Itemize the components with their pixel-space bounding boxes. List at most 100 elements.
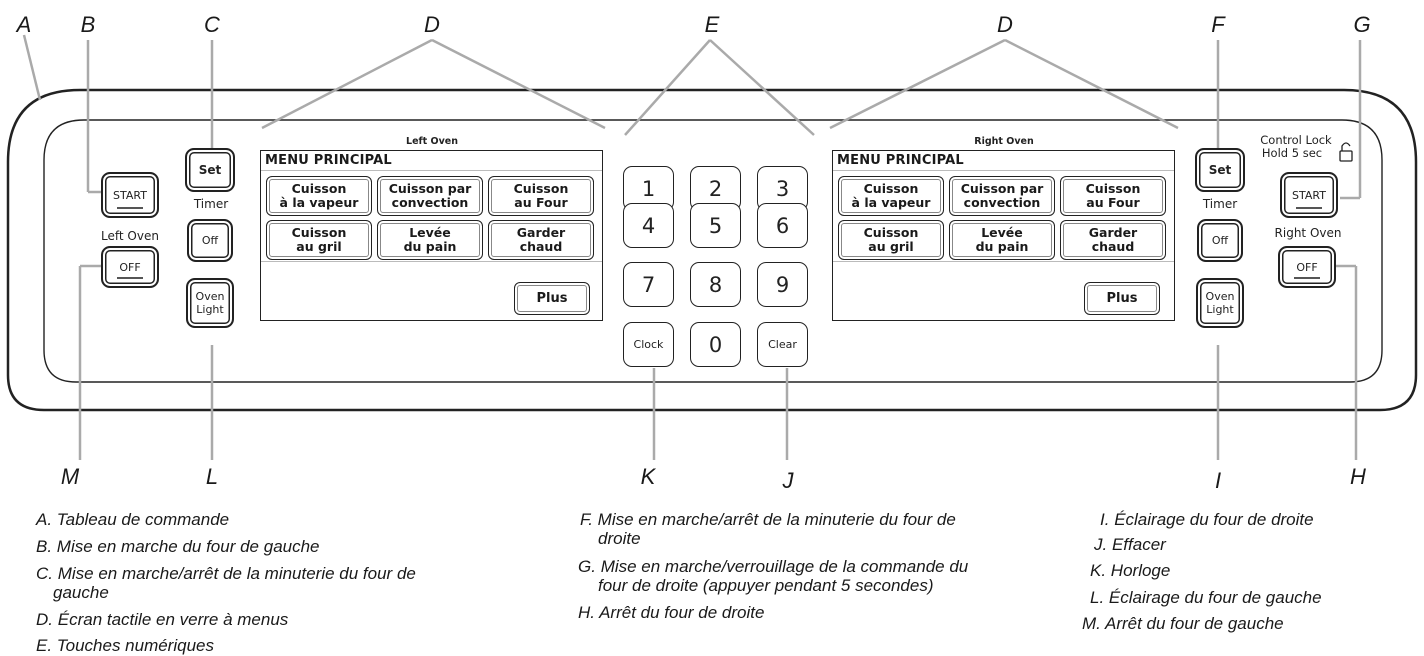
left-timer-set-button[interactable]: Set <box>185 148 235 192</box>
left-oven-off-button[interactable]: OFF <box>101 246 159 288</box>
callout-i: I <box>1214 468 1222 493</box>
left-start-button[interactable]: START <box>101 172 159 218</box>
legend-key: G. <box>578 557 596 576</box>
left-menu-proof-button[interactable]: Levée du pain <box>377 220 483 260</box>
right-menu-steam-button[interactable]: Cuisson à la vapeur <box>838 176 944 216</box>
lock-icon <box>1339 142 1353 162</box>
legend-item-f-cont: droite <box>598 529 641 548</box>
callout-f: F <box>1211 12 1225 37</box>
legend-item-c-cont: gauche <box>53 583 109 602</box>
left-menu-convection-button[interactable]: Cuisson par convection <box>377 176 483 216</box>
control-lock-line2: Hold 5 sec <box>1261 146 1323 161</box>
left-timer-label: Timer <box>193 197 229 211</box>
legend-item-e: E. Touches numériques <box>36 636 214 655</box>
right-oven-off-button[interactable]: OFF <box>1278 246 1336 288</box>
right-menu-broil-button[interactable]: Cuisson au gril <box>838 220 944 260</box>
panel-outer-outline <box>6 88 1418 412</box>
callout-d-right: D <box>997 12 1013 37</box>
right-timer-off-button[interactable]: Off <box>1197 219 1243 262</box>
legend-text: Effacer <box>1111 535 1166 554</box>
callout-g: G <box>1353 12 1371 37</box>
left-menu-broil-button[interactable]: Cuisson au gril <box>266 220 372 260</box>
left-touch-screen: MENU PRINCIPAL Cuisson à la vapeur Cuiss… <box>260 150 603 321</box>
legend-text: Arrêt du four de droite <box>599 603 765 622</box>
left-screen-title: MENU PRINCIPAL <box>265 153 392 168</box>
left-menu-steam-button[interactable]: Cuisson à la vapeur <box>266 176 372 216</box>
keypad-clock-key[interactable]: Clock <box>623 322 674 367</box>
right-oven-label: Right Oven <box>1274 226 1342 240</box>
legend-text: Arrêt du four de gauche <box>1104 614 1284 633</box>
legend-text: Touches numériques <box>56 636 214 655</box>
right-screen-label: Right Oven <box>974 136 1034 147</box>
legend-text: Horloge <box>1110 561 1171 580</box>
right-screen-divider <box>833 170 1174 171</box>
legend-item-i: I. Éclairage du four de droite <box>1100 510 1314 529</box>
legend-item-h: H. Arrêt du four de droite <box>578 603 764 622</box>
right-screen-divider-2 <box>833 261 1174 262</box>
right-oven-light-line1: Oven <box>1205 289 1235 303</box>
legend-text: Mise en marche/arrêt de la minuterie du … <box>597 510 956 529</box>
callout-a: A <box>16 12 32 37</box>
left-oven-light-line2: Light <box>196 303 224 316</box>
right-menu-keep-warm-button[interactable]: Garder chaud <box>1060 220 1166 260</box>
legend-item-j: J. Effacer <box>1094 535 1166 554</box>
right-menu-convection-button[interactable]: Cuisson par convection <box>949 176 1055 216</box>
legend-item-c: C. Mise en marche/arrêt de la minuterie … <box>36 564 416 583</box>
keypad-key-5[interactable]: 5 <box>690 203 741 248</box>
keypad-clear-key[interactable]: Clear <box>757 322 808 367</box>
legend-text: Éclairage du four de gauche <box>1108 588 1322 607</box>
right-timer-set-button[interactable]: Set <box>1195 148 1245 192</box>
legend-key: L. <box>1090 588 1105 607</box>
callout-l: L <box>205 464 219 489</box>
legend-item-l: L. Éclairage du four de gauche <box>1090 588 1322 607</box>
legend-text: Mise en marche du four de gauche <box>56 537 320 556</box>
keypad-key-7[interactable]: 7 <box>623 262 674 307</box>
keypad-key-4[interactable]: 4 <box>623 203 674 248</box>
legend-text: Écran tactile en verre à menus <box>57 610 289 629</box>
legend-item-g-cont: four de droite (appuyer pendant 5 second… <box>598 576 934 595</box>
left-menu-bake-button[interactable]: Cuisson au Four <box>488 176 594 216</box>
keypad-key-9[interactable]: 9 <box>757 262 808 307</box>
left-menu-keep-warm-button[interactable]: Garder chaud <box>488 220 594 260</box>
legend-key: E. <box>36 636 53 655</box>
legend-text: Mise en marche/arrêt de la minuterie du … <box>57 564 416 583</box>
left-screen-divider <box>261 170 602 171</box>
legend-text: Éclairage du four de droite <box>1114 510 1314 529</box>
left-oven-label: Left Oven <box>101 229 159 243</box>
legend-item-a: A. Tableau de commande <box>36 510 229 529</box>
panel-inner-outline <box>43 119 1383 383</box>
right-oven-light-line2: Light <box>1206 303 1234 316</box>
callout-d-left: D <box>424 12 440 37</box>
legend-key: H. <box>578 603 595 622</box>
left-screen-label: Left Oven <box>406 136 458 147</box>
callout-m: M <box>60 464 80 489</box>
control-lock-line1: Control Lock <box>1260 133 1332 147</box>
callout-e: E <box>704 12 720 37</box>
left-oven-light-line1: Oven <box>195 289 225 303</box>
right-menu-bake-button[interactable]: Cuisson au Four <box>1060 176 1166 216</box>
left-oven-light-button[interactable]: Oven Light <box>186 278 234 328</box>
legend-key: K. <box>1090 561 1107 580</box>
left-timer-off-button[interactable]: Off <box>187 219 233 262</box>
keypad-key-0[interactable]: 0 <box>690 322 741 367</box>
legend-item-m: M. Arrêt du four de gauche <box>1082 614 1284 633</box>
legend-item-g: G. Mise en marche/verrouillage de la com… <box>578 557 968 576</box>
right-oven-light-button[interactable]: Oven Light <box>1196 278 1244 328</box>
right-timer-label: Timer <box>1202 197 1238 211</box>
callout-c: C <box>204 12 220 37</box>
right-start-button[interactable]: START <box>1280 172 1338 218</box>
keypad-key-6[interactable]: 6 <box>757 203 808 248</box>
legend-key: B. <box>36 537 53 556</box>
callout-k: K <box>640 464 656 489</box>
legend-item-d: D. Écran tactile en verre à menus <box>36 610 288 629</box>
left-plus-button[interactable]: Plus <box>514 282 590 315</box>
legend-key: J. <box>1094 535 1108 554</box>
legend-key: A. <box>36 510 53 529</box>
keypad-key-8[interactable]: 8 <box>690 262 741 307</box>
left-screen-divider-2 <box>261 261 602 262</box>
right-plus-button[interactable]: Plus <box>1084 282 1160 315</box>
legend-text: Mise en marche/verrouillage de la comman… <box>600 557 969 576</box>
callout-b: B <box>80 12 96 37</box>
right-menu-proof-button[interactable]: Levée du pain <box>949 220 1055 260</box>
